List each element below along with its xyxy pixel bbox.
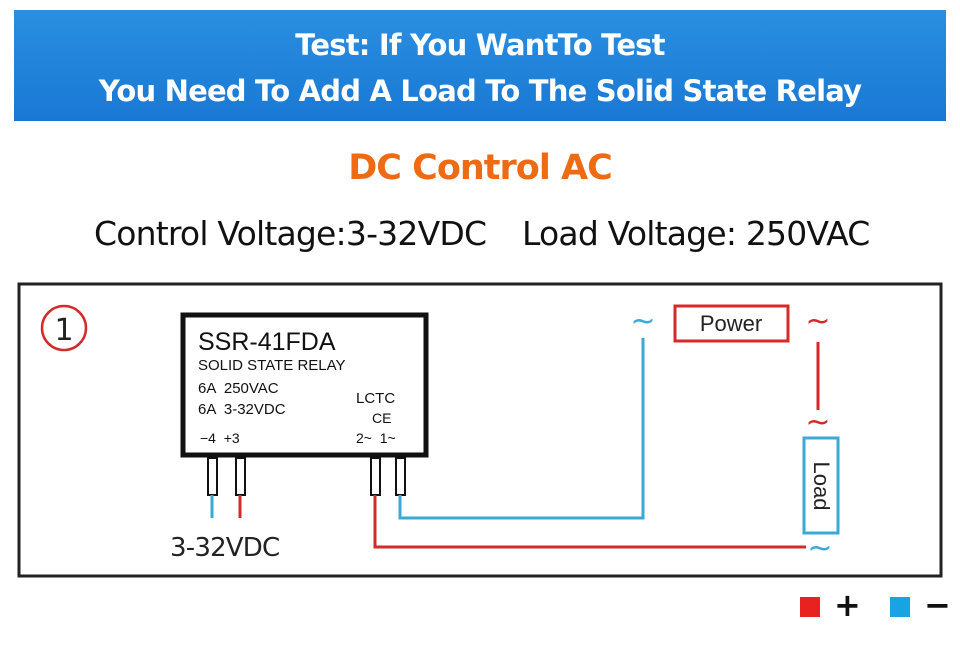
relay-body xyxy=(180,312,429,458)
relay-type: SOLID STATE RELAY xyxy=(198,357,346,374)
pin-dc-minus xyxy=(207,457,218,496)
relay-pins-ac: 2~ 1~ xyxy=(356,430,396,446)
legend-plus-symbol: + xyxy=(834,586,861,624)
ac-symbol-power-right: ~ xyxy=(805,304,830,339)
input-voltage-label: 3-32VDC xyxy=(170,533,279,563)
relay-pins-dc: −4 +3 xyxy=(200,430,240,446)
step-number-circle xyxy=(40,304,88,352)
load-voltage-spec: Load Voltage: 250VAC xyxy=(522,214,870,253)
power-box xyxy=(673,304,790,343)
power-label: Power xyxy=(700,311,762,336)
legend-minus-symbol: − xyxy=(924,586,951,624)
banner-line-2: You Need To Add A Load To The Solid Stat… xyxy=(98,74,862,108)
legend-minus-swatch xyxy=(890,597,910,617)
relay-model: SSR-41FDA xyxy=(198,328,336,356)
legend-plus-swatch xyxy=(800,597,820,617)
load-label: Load xyxy=(809,462,834,511)
ac-symbol-load-top: ~ xyxy=(805,405,830,440)
wire-ac-red xyxy=(373,495,806,549)
load-box xyxy=(802,436,840,535)
pin-ac-1 xyxy=(395,457,406,496)
header-banner: Test: If You WantTo Test You Need To Add… xyxy=(14,10,946,121)
diagram-frame xyxy=(17,282,943,578)
relay-brand: LCTC xyxy=(356,390,395,407)
ac-symbol-power-left: ~ xyxy=(630,304,655,339)
relay-rating-dc: 6A 3-32VDC xyxy=(198,401,286,418)
control-voltage-spec: Control Voltage:3-32VDC xyxy=(94,214,487,253)
banner-line-1: Test: If You WantTo Test xyxy=(295,28,665,62)
step-number: 1 xyxy=(54,313,73,348)
ac-symbol-load-bottom: ~ xyxy=(807,531,832,566)
subtitle: DC Control AC xyxy=(348,148,613,188)
relay-rating-ac: 6A 250VAC xyxy=(198,380,279,397)
pin-dc-plus xyxy=(235,457,246,496)
ce-mark: CE xyxy=(372,410,391,426)
pin-ac-2 xyxy=(370,457,381,496)
wire-ac-blue xyxy=(398,338,645,520)
